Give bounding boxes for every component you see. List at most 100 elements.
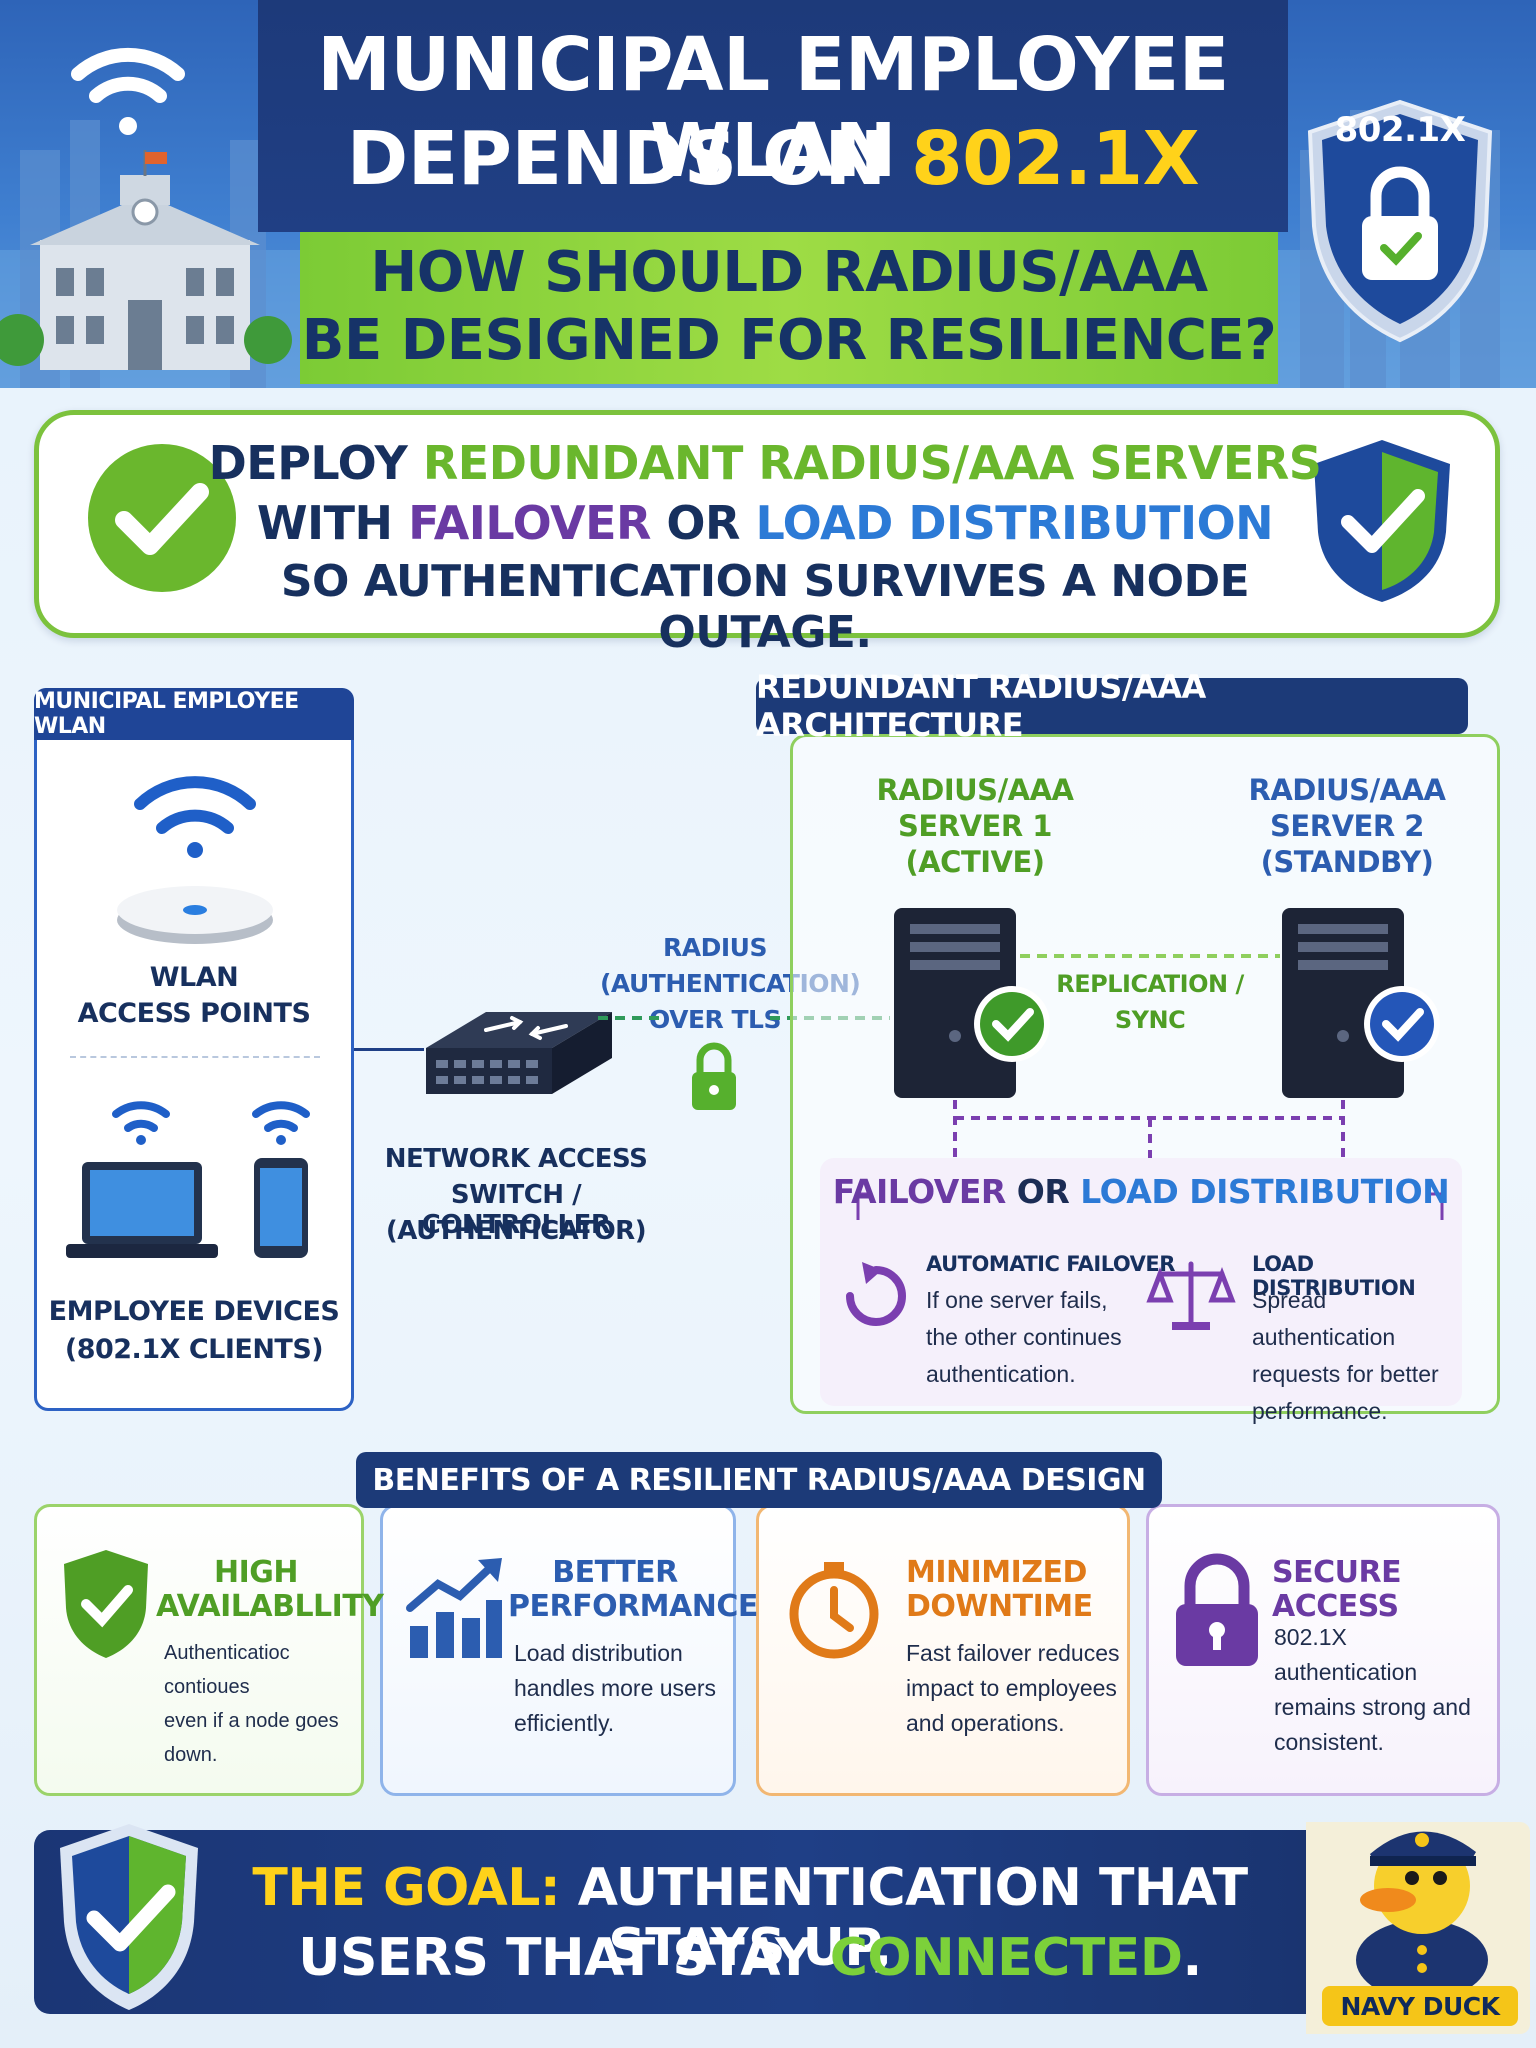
benefit-2-title-line: PERFORMANCE: [508, 1589, 758, 1624]
server-2-check-icon: [1364, 986, 1440, 1062]
radius-link-line-3: OVER TLS: [649, 1005, 781, 1034]
wifi-icon: [134, 776, 256, 858]
padlock-icon: [1176, 1553, 1258, 1666]
mascot-name: NAVY DUCK: [1322, 1986, 1518, 2026]
answer-line-2: WITH FAILOVER OR LOAD DISTRIBUTION: [256, 496, 1274, 550]
phone-wifi-icon: [252, 1101, 310, 1145]
benefit-3-text-line: and operations.: [906, 1710, 1065, 1736]
load-text-line: performance.: [1252, 1398, 1388, 1424]
auto-failover-text-line: If one server fails,: [926, 1287, 1108, 1313]
header-banner: [0, 0, 1536, 388]
subtitle-line-1: HOW SHOULD RADIUS/AAA: [370, 240, 1208, 305]
benefit-2-text-line: Load distribution: [514, 1640, 683, 1666]
benefit-1-text-line: down.: [164, 1744, 218, 1766]
auto-failover-text-line: the other continues: [926, 1324, 1122, 1350]
answer-line-1: DEPLOY REDUNDANT RADIUS/AAA SERVERS: [208, 436, 1322, 490]
server-1-check-icon: [974, 986, 1050, 1062]
title-band: [258, 0, 1288, 232]
failover-cycle-icon: [846, 1262, 906, 1326]
wlan-panel-tag: MUNICIPAL EMPLOYEE WLAN: [34, 688, 354, 740]
access-point-icon: [117, 776, 273, 944]
tls-lock-icon: [692, 1042, 736, 1110]
subtitle-band: [300, 232, 1278, 384]
failover-box: [820, 1158, 1462, 1406]
benefit-4-text-line: remains strong and: [1274, 1694, 1471, 1720]
benefit-2-text-line: handles more users: [514, 1675, 716, 1701]
auto-failover-heading: AUTOMATIC FAILOVER: [926, 1252, 1175, 1276]
server-1-label-line: (ACTIVE): [905, 845, 1045, 879]
benefit-2-title: BETTER PERFORMANCE: [508, 1555, 758, 1624]
benefit-3-title: MINIMIZED DOWNTIME: [906, 1556, 1126, 1624]
shield-check-icon: [60, 1824, 198, 2010]
benefit-card-minimized-downtime: [756, 1504, 1130, 1796]
check-circle-icon: [88, 444, 236, 592]
replication-label-line-2: SYNC: [1114, 1006, 1186, 1034]
balance-scale-icon: [1146, 1261, 1236, 1330]
wlan-panel: [34, 688, 354, 1411]
benefits-tag: BENEFITS OF A RESILIENT RADIUS/AAA DESIG…: [356, 1452, 1162, 1508]
server-1-label: RADIUS/AAA SERVER 1 (ACTIVE): [840, 772, 1110, 880]
benefit-1-title-line: AVAILABLLITY: [156, 1589, 384, 1624]
failover-bracket: [856, 1192, 1444, 1220]
shield-lock-badge: [1307, 99, 1493, 343]
server-2-label: RADIUS/AAA SERVER 2 (STANDBY): [1222, 772, 1472, 880]
subtitle-line-2: BE DESIGNED FOR RESILIENCE?: [301, 308, 1277, 373]
network-switch-icon: [426, 1012, 612, 1094]
benefit-card-high-availability: [34, 1504, 364, 1796]
devices-label-1: EMPLOYEE DEVICES: [48, 1296, 340, 1327]
benefit-2-text: Load distribution handles more users eff…: [514, 1636, 724, 1741]
city-hall-icon: [0, 150, 292, 370]
failover-title: FAILOVER OR LOAD DISTRIBUTION: [832, 1172, 1450, 1211]
shield-check-icon: [64, 1550, 148, 1658]
answer-box: [34, 410, 1500, 638]
radius-link-line-1: RADIUS: [663, 933, 767, 962]
wlan-divider: [70, 1056, 320, 1058]
growth-chart-icon: [406, 1558, 502, 1658]
replication-label-line-1: REPLICATION /: [1056, 970, 1244, 998]
server-2-label-line: (STANDBY): [1260, 845, 1434, 879]
laptop-wifi-icon: [112, 1101, 170, 1145]
benefit-4-text-line: consistent.: [1274, 1729, 1384, 1755]
page-title-line-2: DEPENDS ON 802.1X: [346, 116, 1200, 202]
architecture-tag: REDUNDANT RADIUS/AAA ARCHITECTURE: [756, 668, 1468, 744]
phone-icon: [254, 1158, 308, 1258]
switch-label-1: NETWORK ACCESS: [384, 1144, 648, 1174]
benefit-4-text: 802.1X authentication remains strong and…: [1274, 1620, 1494, 1760]
switch-label-2: SWITCH / CONTROLLER: [421, 1180, 611, 1240]
benefit-3-text-line: impact to employees: [906, 1675, 1117, 1701]
goal-line-2: USERS THAT STAY CONNECTED.: [298, 1928, 1202, 1988]
ap-label-1: WLAN: [149, 962, 239, 993]
goal-banner: [34, 1830, 1312, 2014]
wlan-to-switch-line: [354, 1048, 424, 1051]
server-cluster-diagram: [894, 908, 1440, 1160]
benefit-2-title-line: BETTER: [552, 1555, 678, 1590]
page-title-line-1: MUNICIPAL EMPLOYEE WLAN: [317, 22, 1229, 194]
benefit-3-title-line: DOWNTIME: [906, 1589, 1093, 1624]
benefit-1-title: HIGH AVAILABLLITY: [156, 1555, 384, 1624]
benefit-card-better-performance: [380, 1504, 736, 1796]
employee-devices-icon: [66, 1101, 310, 1258]
auto-failover-text: If one server fails, the other continues…: [926, 1282, 1166, 1393]
devices-label-2: (802.1X CLIENTS): [64, 1334, 324, 1365]
benefit-1-text: Authenticatioc contioues even if a node …: [164, 1636, 354, 1772]
wifi-icon: [71, 47, 185, 135]
load-distribution-text: Spread authentication requests for bette…: [1252, 1282, 1472, 1430]
stopwatch-icon: [789, 1562, 879, 1659]
load-text-line: requests for better: [1252, 1361, 1439, 1387]
benefit-2-text-line: efficiently.: [514, 1710, 615, 1736]
goal-line-1: THE GOAL: AUTHENTICATION THAT STAYS UP,: [252, 1858, 1248, 1978]
title-highlight-8021x: 802.1X: [911, 116, 1200, 202]
replication-label: REPLICATION / SYNC: [1050, 966, 1250, 1038]
benefit-3-text-line: Fast failover reduces: [906, 1640, 1120, 1666]
navy-duck-mascot: [1356, 1831, 1488, 1990]
load-text-line: Spread authentication: [1252, 1287, 1396, 1350]
shield-check-icon: [1314, 440, 1450, 602]
benefit-3-title-line: MINIMIZED: [906, 1555, 1087, 1590]
benefit-1-text-line: Authenticatioc contioues: [164, 1642, 290, 1698]
benefit-3-text: Fast failover reduces impact to employee…: [906, 1636, 1126, 1741]
server-1-label-line: RADIUS/AAA: [876, 773, 1075, 807]
badge-label: 802.1X: [1334, 110, 1466, 150]
benefit-1-title-line: HIGH: [213, 1555, 299, 1590]
benefit-4-text-line: 802.1X authentication: [1274, 1624, 1418, 1685]
server-2-icon: [1282, 908, 1404, 1098]
